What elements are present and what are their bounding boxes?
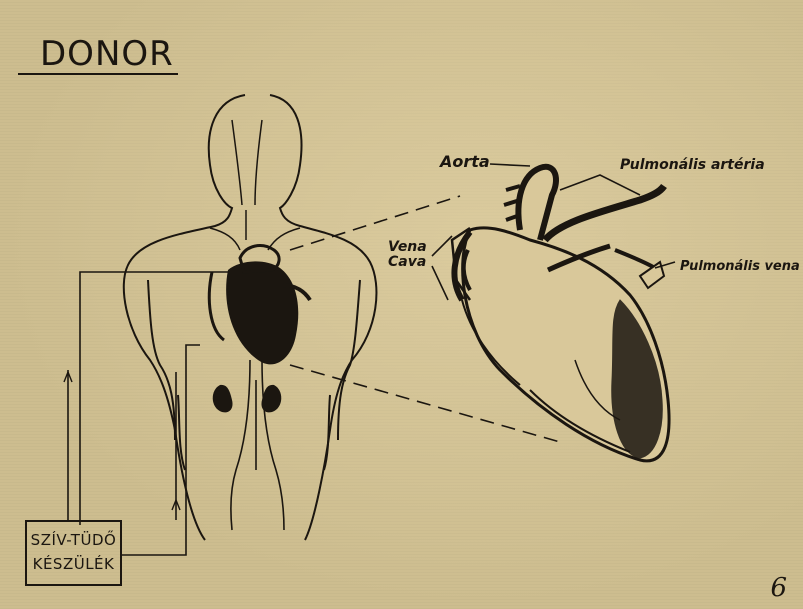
device-label-line1: SZÍV-TÜDŐ xyxy=(27,528,120,552)
page-corner-mark: 6 xyxy=(770,573,787,603)
bypass-tubing xyxy=(64,272,228,555)
label-vena-cava-line2: Cava xyxy=(388,254,426,270)
torso-heart xyxy=(209,246,310,365)
kidneys xyxy=(213,385,282,412)
heart-lung-machine-box: SZÍV-TÜDŐ KÉSZÜLÉK xyxy=(25,520,122,586)
enlarged-heart xyxy=(452,167,669,461)
label-pulmonary-artery: Pulmonális artéria xyxy=(620,157,765,173)
body-vessels xyxy=(231,360,284,530)
label-aorta: Aorta xyxy=(440,152,490,171)
device-label-line2: KÉSZÜLÉK xyxy=(27,552,120,576)
label-pulmonary-vein: Pulmonális vena xyxy=(680,259,800,274)
label-vena-cava: Vena Cava xyxy=(388,240,427,271)
label-vena-cava-line1: Vena xyxy=(388,239,427,255)
